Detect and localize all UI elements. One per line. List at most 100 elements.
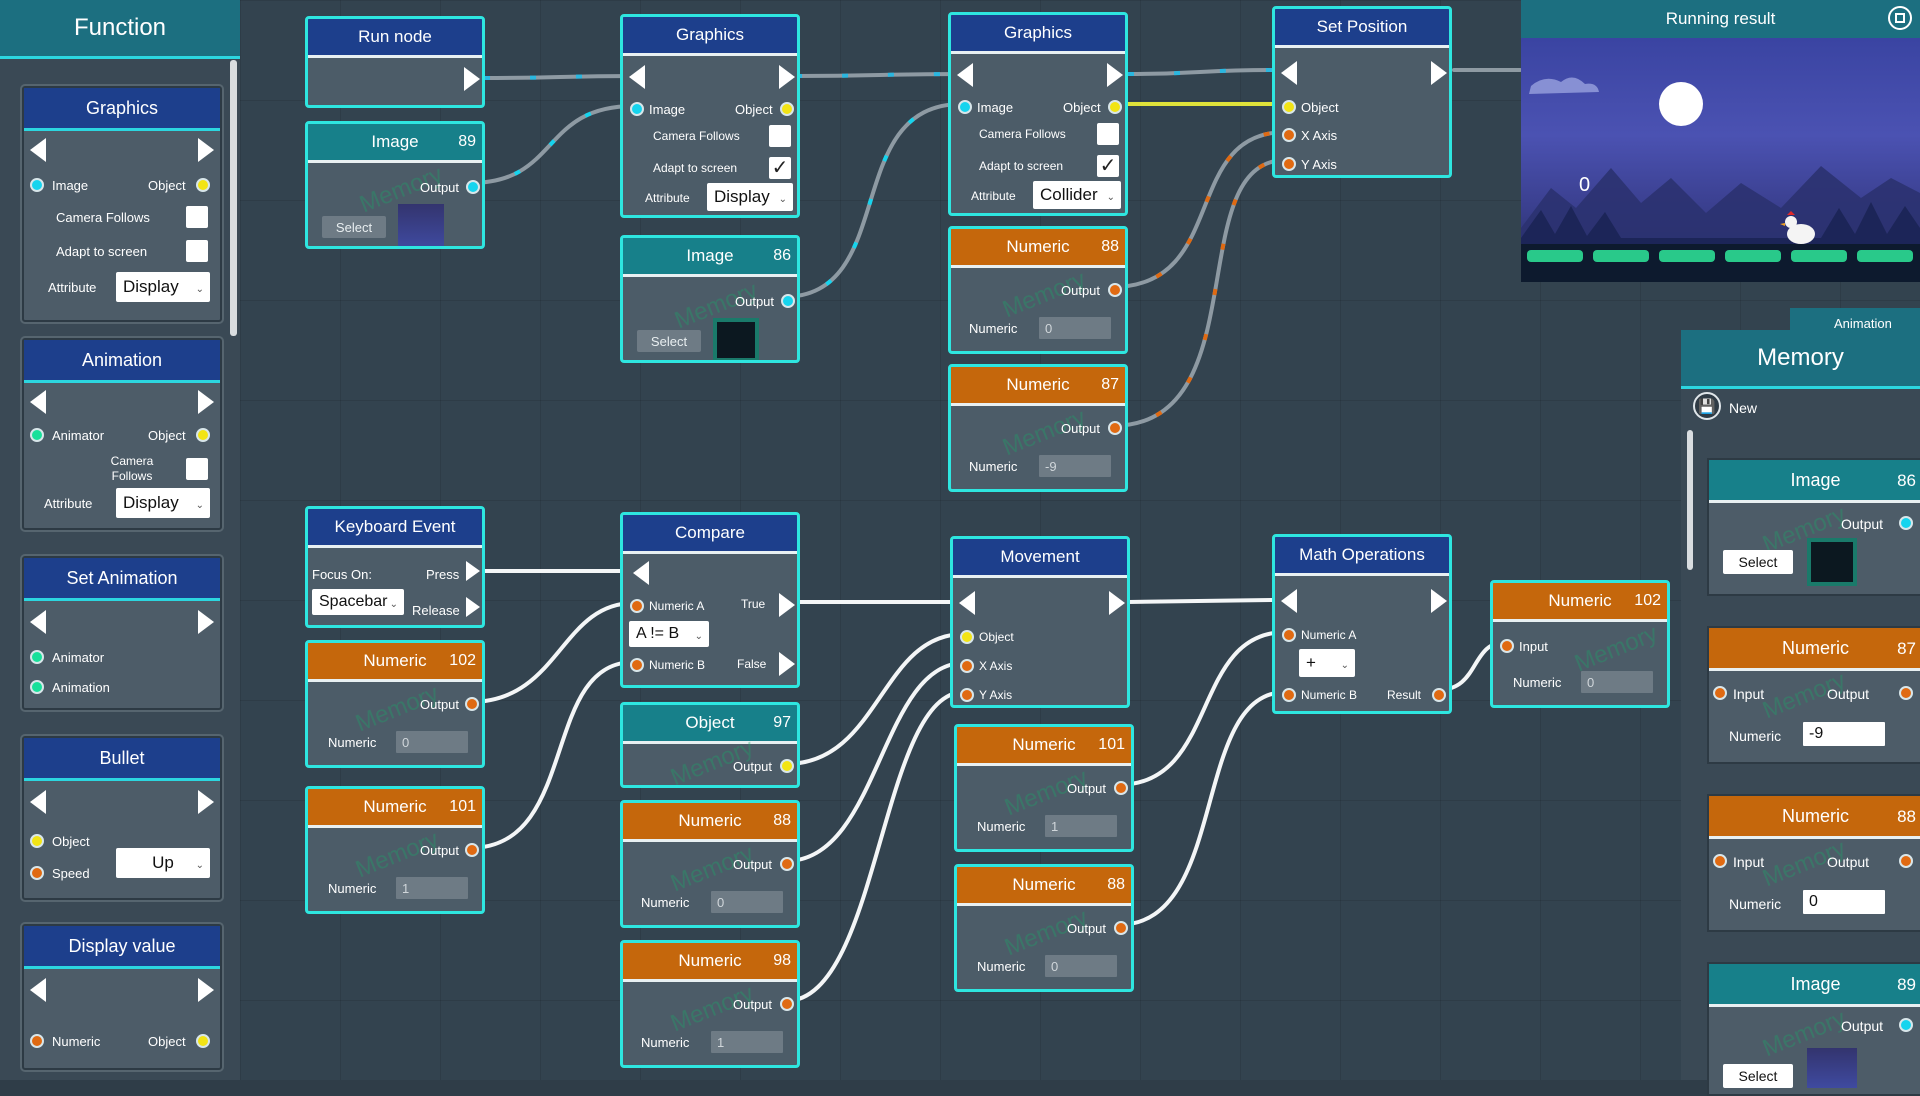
true-out-arrow-icon[interactable]: [779, 593, 795, 617]
numeric-value-field[interactable]: 0: [1803, 890, 1885, 914]
exec-out-arrow-icon[interactable]: [464, 67, 480, 91]
numeric-value-field[interactable]: 0: [711, 891, 783, 913]
node-set-position[interactable]: Set Position Object X Axis Y Axis: [1272, 6, 1452, 178]
prev-arrow-icon[interactable]: [30, 790, 46, 814]
output-port-icon[interactable]: [780, 759, 794, 773]
output-port-icon[interactable]: [1899, 686, 1913, 700]
key-select[interactable]: Spacebar⌄: [312, 589, 404, 615]
input-port-icon[interactable]: [1713, 854, 1727, 868]
object-port-icon[interactable]: [196, 178, 210, 192]
input-port-icon[interactable]: [1713, 686, 1727, 700]
object-port-icon[interactable]: [960, 630, 974, 644]
x-axis-port-icon[interactable]: [960, 659, 974, 673]
prev-arrow-icon[interactable]: [30, 978, 46, 1002]
camera-follows-checkbox[interactable]: [769, 125, 791, 147]
output-port-icon[interactable]: [1108, 421, 1122, 435]
y-axis-port-icon[interactable]: [960, 688, 974, 702]
function-card-display-value[interactable]: Display value Numeric Object: [22, 924, 222, 1070]
next-arrow-icon[interactable]: [198, 138, 214, 162]
animator-port-icon[interactable]: [30, 650, 44, 664]
object-port-icon[interactable]: [196, 1034, 210, 1048]
image-port-icon[interactable]: [30, 178, 44, 192]
exec-out-arrow-icon[interactable]: [1431, 589, 1447, 613]
output-port-icon[interactable]: [1899, 854, 1913, 868]
node-compare[interactable]: Compare Numeric A True A != B⌄ Numeric B…: [620, 512, 800, 688]
false-out-arrow-icon[interactable]: [779, 652, 795, 676]
exec-out-arrow-icon[interactable]: [1107, 63, 1123, 87]
image-port-icon[interactable]: [630, 102, 644, 116]
node-movement[interactable]: Movement Object X Axis Y Axis: [950, 536, 1130, 708]
numeric-b-port-icon[interactable]: [1282, 688, 1296, 702]
attribute-select[interactable]: Display⌄: [707, 183, 793, 211]
memory-scrollbar[interactable]: [1687, 430, 1693, 570]
output-port-icon[interactable]: [781, 294, 795, 308]
select-button[interactable]: Select: [637, 330, 701, 352]
camera-follows-checkbox[interactable]: [186, 206, 208, 228]
math-op-select[interactable]: +⌄: [1299, 649, 1355, 677]
object-port-icon[interactable]: [1282, 100, 1296, 114]
x-axis-port-icon[interactable]: [1282, 128, 1296, 142]
animator-port-icon[interactable]: [30, 428, 44, 442]
output-port-icon[interactable]: [1899, 516, 1913, 530]
function-card-bullet[interactable]: Bullet Object Speed Up⌄: [22, 736, 222, 900]
object-port-icon[interactable]: [780, 102, 794, 116]
game-viewport[interactable]: 0: [1521, 38, 1920, 282]
output-port-icon[interactable]: [780, 997, 794, 1011]
exec-in-arrow-icon[interactable]: [957, 63, 973, 87]
exec-out-arrow-icon[interactable]: [1431, 61, 1447, 85]
output-port-icon[interactable]: [1114, 781, 1128, 795]
select-button[interactable]: Select: [322, 216, 386, 238]
numeric-value-field[interactable]: 1: [1045, 815, 1117, 837]
compare-op-select[interactable]: A != B⌄: [629, 621, 709, 647]
node-run[interactable]: Run node: [305, 16, 485, 108]
output-port-icon[interactable]: [780, 857, 794, 871]
node-graphics-1[interactable]: Graphics Image Object Camera Follows Ada…: [620, 14, 800, 218]
press-out-arrow-icon[interactable]: [466, 561, 480, 581]
exec-out-arrow-icon[interactable]: [1109, 591, 1125, 615]
numeric-port-icon[interactable]: [30, 1034, 44, 1048]
output-port-icon[interactable]: [466, 180, 480, 194]
node-graphics-2[interactable]: Graphics Image Object Camera Follows Ada…: [948, 12, 1128, 216]
direction-select[interactable]: Up⌄: [116, 848, 210, 878]
object-port-icon[interactable]: [30, 834, 44, 848]
numeric-a-port-icon[interactable]: [630, 599, 644, 613]
function-card-animation[interactable]: Animation Animator Object Camera Follows…: [22, 338, 222, 530]
output-port-icon[interactable]: [1114, 921, 1128, 935]
output-port-icon[interactable]: [465, 843, 479, 857]
exec-in-arrow-icon[interactable]: [629, 65, 645, 89]
image-port-icon[interactable]: [958, 100, 972, 114]
exec-in-arrow-icon[interactable]: [1281, 589, 1297, 613]
output-port-icon[interactable]: [465, 697, 479, 711]
numeric-value-field[interactable]: 0: [396, 731, 468, 753]
select-button[interactable]: Select: [1723, 550, 1793, 574]
function-card-set-animation[interactable]: Set Animation Animator Animation: [22, 556, 222, 710]
tab-animation[interactable]: Animation: [1790, 308, 1920, 330]
exec-in-arrow-icon[interactable]: [1281, 61, 1297, 85]
exec-out-arrow-icon[interactable]: [779, 65, 795, 89]
output-port-icon[interactable]: [1108, 283, 1122, 297]
attribute-select[interactable]: Collider⌄: [1033, 181, 1121, 209]
next-arrow-icon[interactable]: [198, 390, 214, 414]
new-memory-label[interactable]: New: [1729, 400, 1758, 416]
output-port-icon[interactable]: [1899, 1018, 1913, 1032]
numeric-value-field[interactable]: 1: [396, 877, 468, 899]
object-port-icon[interactable]: [1108, 100, 1122, 114]
adapt-checkbox[interactable]: [186, 240, 208, 262]
next-arrow-icon[interactable]: [198, 978, 214, 1002]
function-panel-scrollbar[interactable]: [230, 60, 237, 336]
next-arrow-icon[interactable]: [198, 790, 214, 814]
camera-follows-checkbox[interactable]: [186, 458, 208, 480]
camera-follows-checkbox[interactable]: [1097, 123, 1119, 145]
next-arrow-icon[interactable]: [198, 610, 214, 634]
